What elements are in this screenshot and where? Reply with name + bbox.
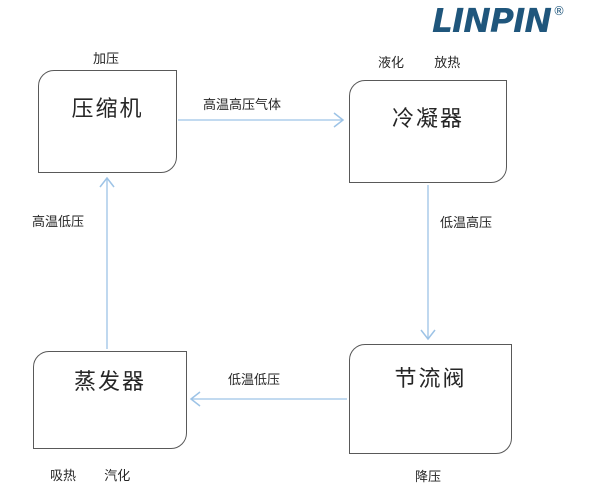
caption-compressor-text: 加压 — [93, 52, 120, 67]
logo-wordmark: LINPIN — [432, 1, 552, 40]
caption-evaporator-vaporize: 汽化 — [104, 469, 131, 484]
linpin-logo: LINPIN ® — [432, 1, 565, 40]
node-evaporator[interactable]: 蒸发器 — [33, 351, 187, 449]
caption-condenser: 液化 放热 — [378, 52, 460, 71]
arrow-condenser-to-throttle — [420, 185, 436, 341]
caption-throttle-valve-text: 降压 — [415, 470, 442, 485]
caption-compressor: 加压 — [93, 48, 119, 67]
caption-condenser-liquefy: 液化 — [378, 56, 405, 71]
arrow-evaporator-to-compressor — [99, 176, 115, 349]
caption-evaporator: 吸热 汽化 — [50, 465, 130, 484]
caption-evaporator-heat-absorb: 吸热 — [50, 469, 77, 484]
caption-condenser-heat-release: 放热 — [434, 56, 461, 71]
node-compressor[interactable]: 压缩机 — [38, 70, 177, 173]
arrow-throttle-to-evaporator — [189, 391, 347, 407]
flow-label-evaporator-to-compressor: 高温低压 — [32, 215, 85, 230]
registered-trademark-icon: ® — [553, 4, 565, 18]
node-evaporator-label: 蒸发器 — [73, 370, 146, 395]
arrow-compressor-to-condenser — [178, 112, 345, 128]
flow-label-condenser-to-throttle: 低温高压 — [440, 216, 493, 231]
node-condenser[interactable]: 冷凝器 — [349, 80, 507, 183]
node-throttle-valve-label: 节流阀 — [394, 367, 467, 392]
node-compressor-label: 压缩机 — [71, 97, 144, 122]
node-throttle-valve[interactable]: 节流阀 — [349, 344, 512, 454]
caption-throttle-valve: 降压 — [415, 466, 441, 485]
node-condenser-label: 冷凝器 — [391, 107, 464, 132]
flow-label-throttle-to-evaporator: 低温低压 — [228, 373, 281, 388]
flow-label-compressor-to-condenser: 高温高压气体 — [203, 98, 282, 113]
